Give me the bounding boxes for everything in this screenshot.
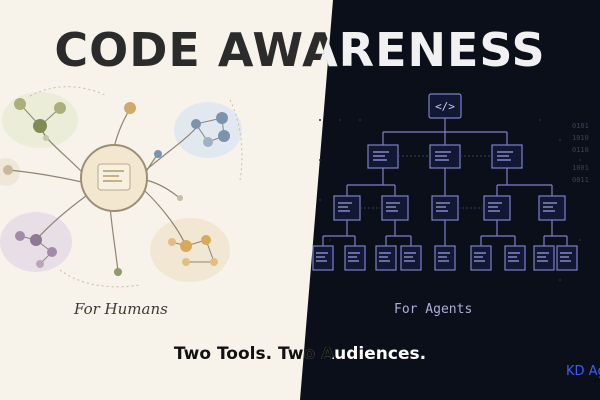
label-for-agents: For Agents (394, 302, 473, 317)
page-title: CODE AWARENESS (54, 23, 546, 77)
light-panel (0, 0, 333, 400)
agent-tree (312, 93, 578, 271)
svg-text:1010: 1010 (572, 134, 589, 142)
code-icon: </> (435, 100, 455, 113)
brand-logo-text: KD Ag (566, 364, 600, 379)
label-for-humans: For Humans (74, 300, 168, 318)
page-title-light: CODE AWARENESS (217, 23, 546, 77)
mind-map (0, 86, 243, 288)
svg-text:1001: 1001 (572, 164, 589, 172)
page-title-overlay: CODE AWARENESS (217, 22, 600, 82)
svg-text:0110: 0110 (572, 146, 589, 154)
subtitle-dark-text: Two Tools. Two Audiences. (173, 344, 427, 364)
tree-dashes (360, 155, 492, 209)
subtitle-overlay: Two Tools. Two Audiences. (0, 340, 427, 370)
dot-grid (319, 119, 581, 281)
svg-text:0101: 0101 (572, 122, 589, 130)
document-icon (97, 163, 131, 191)
svg-text:0011: 0011 (572, 176, 589, 184)
tree-doc-lines (316, 151, 572, 262)
subtitle: Two Tools. Two Audiences. (173, 344, 427, 364)
binary-marks: 0101 1010 0110 1001 0011 (572, 122, 589, 184)
